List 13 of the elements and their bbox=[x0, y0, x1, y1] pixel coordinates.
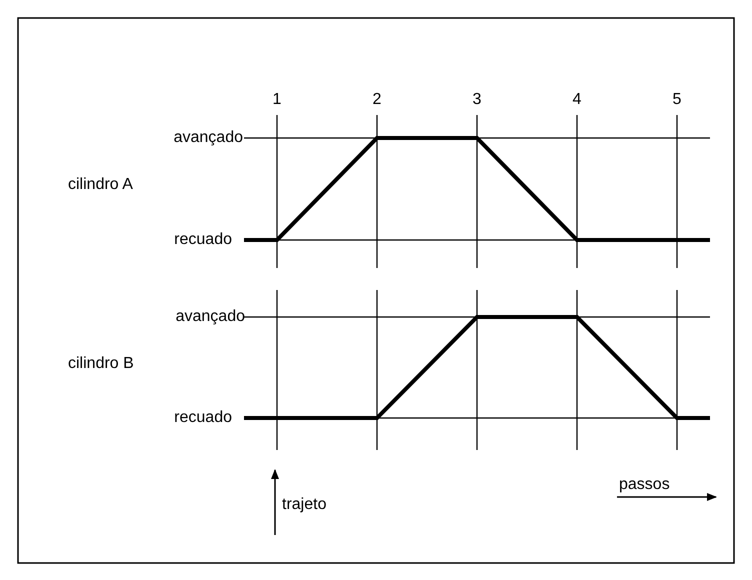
cylinder-label: cilindro A bbox=[68, 176, 133, 194]
position-label: recuado bbox=[174, 231, 232, 249]
position-label: avançado bbox=[174, 129, 243, 147]
position-label: avançado bbox=[176, 308, 245, 326]
step-number: 2 bbox=[372, 91, 382, 109]
position-label: recuado bbox=[174, 409, 232, 427]
step-number: 1 bbox=[272, 91, 282, 109]
axis-label: trajeto bbox=[282, 496, 326, 514]
cylinder-label: cilindro B bbox=[68, 355, 134, 373]
axis-label: passos bbox=[619, 476, 670, 494]
step-number: 4 bbox=[572, 91, 582, 109]
step-number: 5 bbox=[672, 91, 682, 109]
step-number: 3 bbox=[472, 91, 482, 109]
